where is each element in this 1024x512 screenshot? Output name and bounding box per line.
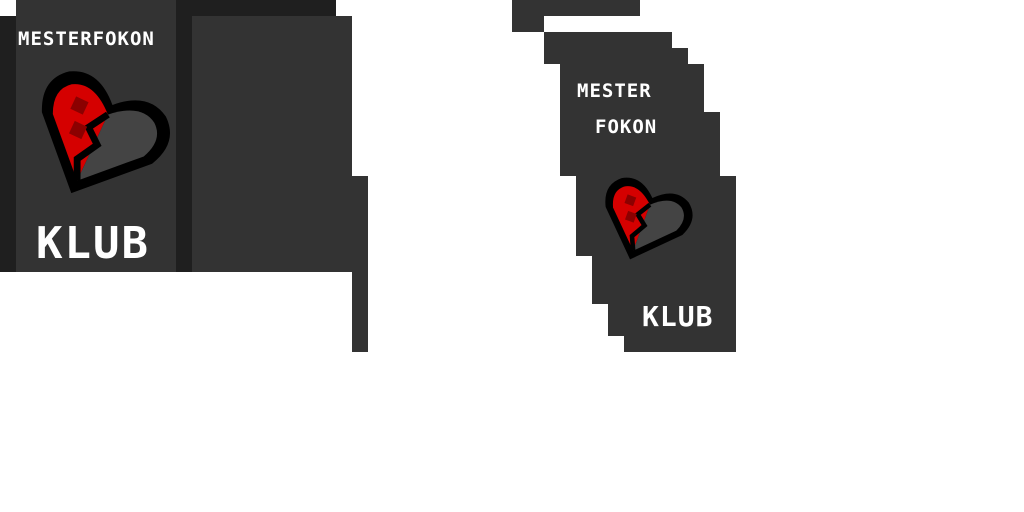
right-step-1b: [672, 48, 688, 64]
left-title-text: MESTERFOKON: [18, 28, 155, 50]
right-top-step: [512, 16, 544, 32]
right-step-5: [592, 256, 736, 304]
left-footer-text: KLUB: [36, 218, 150, 269]
right-step-2: [560, 64, 704, 112]
right-step-6: [608, 304, 736, 336]
broken-heart-icon: [41, 71, 170, 194]
right-top-strip: [512, 0, 640, 16]
right-step-7: [624, 336, 736, 352]
broken-heart-icon: [605, 177, 693, 260]
left-top-strip: [192, 0, 336, 16]
left-back-face: [192, 16, 352, 272]
right-step-3: [560, 112, 720, 176]
right-step-1: [544, 32, 672, 64]
right-footer-text: KLUB: [642, 300, 714, 333]
right-title-line2: FOKON: [595, 116, 658, 138]
right-title-line1: MESTER: [577, 80, 652, 102]
left-arm-strip: [352, 176, 368, 352]
left-edge-strip: [0, 16, 16, 272]
left-side-strip: [176, 0, 192, 272]
